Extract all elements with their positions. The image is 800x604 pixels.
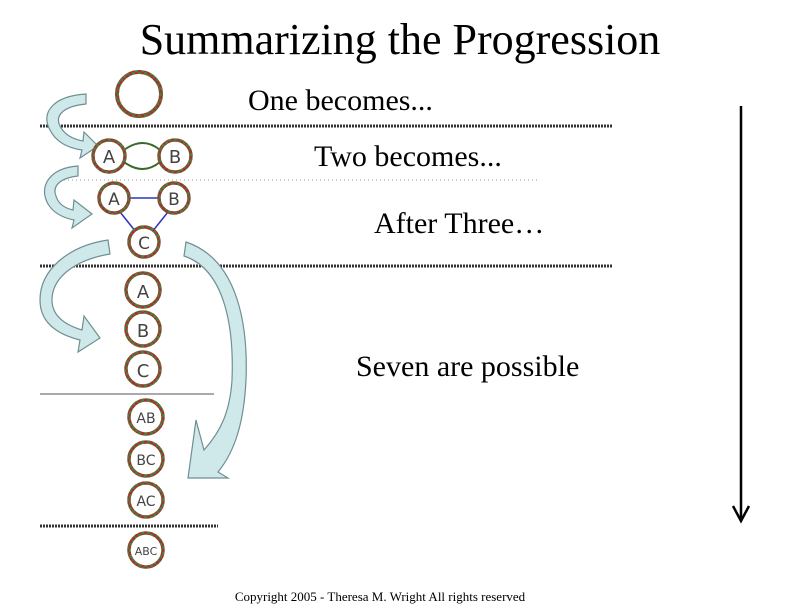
node-pair-ac: AC [127,481,165,519]
label-one-becomes: One becomes... [248,84,433,117]
node-two-b: B [157,138,193,174]
node-pair-ab: AB [127,398,165,436]
connector-ab-bottom [123,161,161,170]
curved-arrow-2 [43,165,94,230]
curved-arrow-1 [46,93,99,160]
node-one [115,70,163,118]
node-three-c-label: C [138,234,150,254]
connector-ab-top [123,142,161,151]
node-single-b-label: B [137,321,149,342]
node-single-a: A [124,271,162,309]
label-seven-possible: Seven are possible [356,350,580,383]
node-two-b-label: B [169,147,181,168]
label-after-three: After Three… [374,207,545,240]
curved-arrow-3 [39,239,111,354]
node-single-b: B [124,310,162,348]
node-triple-abc: ABC [127,531,165,569]
slide-title: Summarizing the Progression [139,15,661,64]
connector-a-c [119,211,137,233]
node-two-a: A [91,138,127,174]
node-three-a: A [97,181,131,215]
node-pair-ac-label: AC [136,494,155,510]
pair-ab-group: A B [91,138,193,174]
node-pair-bc: BC [127,440,165,478]
label-two-becomes: Two becomes... [314,140,502,173]
node-single-a-label: A [137,282,150,303]
node-two-a-label: A [103,147,116,168]
progression-arrow [731,106,751,524]
node-single-c-label: C [137,361,150,382]
node-three-c: C [127,225,161,259]
connector-b-c [151,211,169,233]
node-three-b-label: B [168,190,180,210]
node-triple-abc-label: ABC [135,545,158,558]
node-single-c: C [124,350,162,388]
node-pair-ab-label: AB [136,411,155,427]
node-three-a-label: A [108,190,120,210]
triangle-abc-group: A B C [97,181,191,259]
node-three-b: B [157,181,191,215]
curved-arrow-4 [183,241,247,479]
node-pair-bc-label: BC [136,453,155,469]
